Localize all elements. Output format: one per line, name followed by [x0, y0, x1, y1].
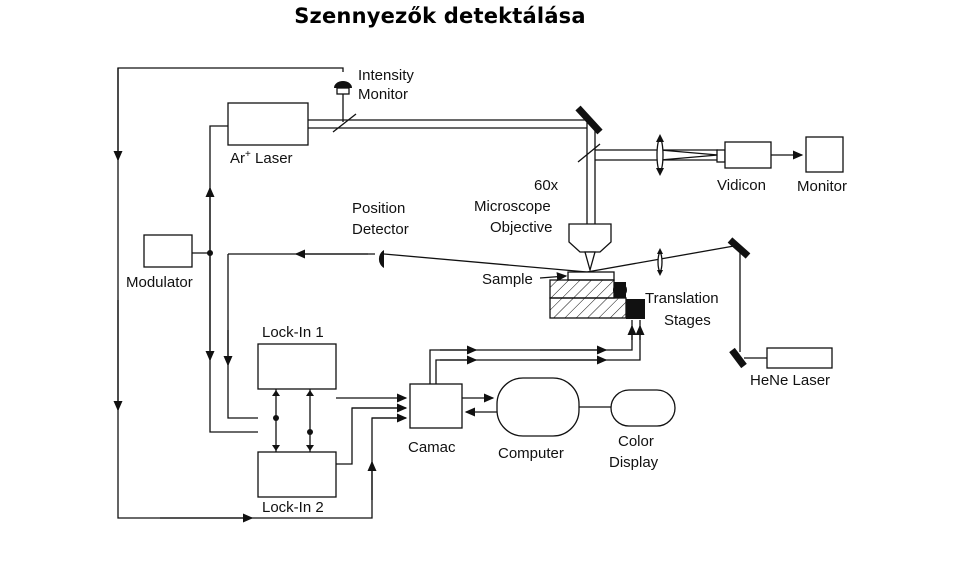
sample-stage: Sample Translation Stages [482, 271, 719, 329]
computer: Computer [462, 377, 580, 462]
objective-label-3: Objective [490, 219, 553, 236]
sample-label: Sample [482, 271, 533, 288]
lock-in-links [272, 389, 314, 452]
objective-label-2: Microscope [474, 198, 551, 215]
page-title: Szennyezők detektálása [294, 4, 586, 28]
laser-beam [308, 113, 596, 224]
lockin-1-label: Lock-In 1 [262, 324, 324, 341]
lockin-2-label: Lock-In 2 [262, 499, 324, 516]
hene-laser: HeNe Laser [750, 347, 833, 389]
objective-label-1: 60x [534, 177, 559, 194]
lock-in-2: Lock-In 2 [257, 451, 337, 516]
lock-in-1: Lock-In 1 [257, 324, 337, 390]
computer-label: Computer [498, 445, 564, 462]
hene-beam [586, 237, 767, 369]
focus-lens [656, 134, 664, 176]
camac-label: Camac [408, 439, 456, 456]
ar-laser-label: Ar+ Laser [230, 149, 293, 167]
hene-laser-label: HeNe Laser [750, 372, 830, 389]
ar-laser: Ar+ Laser [227, 102, 309, 167]
color-display-label-2: Display [609, 454, 659, 471]
modulator: Modulator [126, 234, 213, 291]
position-detector-label-1: Position [352, 200, 405, 217]
color-display-label-1: Color [618, 433, 654, 450]
color-display: Color Display [579, 389, 676, 471]
translation-label-1: Translation [645, 290, 719, 307]
vidicon-label: Vidicon [717, 177, 766, 194]
mirror-top [575, 105, 603, 135]
microscope-objective: 60x Microscope Objective [474, 177, 612, 273]
monitor: Monitor [797, 136, 847, 195]
monitor-label: Monitor [797, 178, 847, 195]
intensity-label-2: Monitor [358, 86, 408, 103]
outer-loop-line [113, 67, 344, 523]
intensity-label-1: Intensity [358, 67, 414, 84]
translation-label-2: Stages [664, 312, 711, 329]
modulator-label: Modulator [126, 274, 193, 291]
beam-splitter [577, 143, 719, 163]
camac: Camac [258, 383, 463, 519]
position-detector: Position Detector [228, 200, 588, 273]
vidicon: Vidicon [716, 141, 804, 194]
position-detector-label-2: Detector [352, 221, 409, 238]
intensity-monitor: Intensity Monitor [334, 67, 414, 122]
camac-stage-link [429, 320, 645, 384]
signal-bus [205, 125, 258, 433]
